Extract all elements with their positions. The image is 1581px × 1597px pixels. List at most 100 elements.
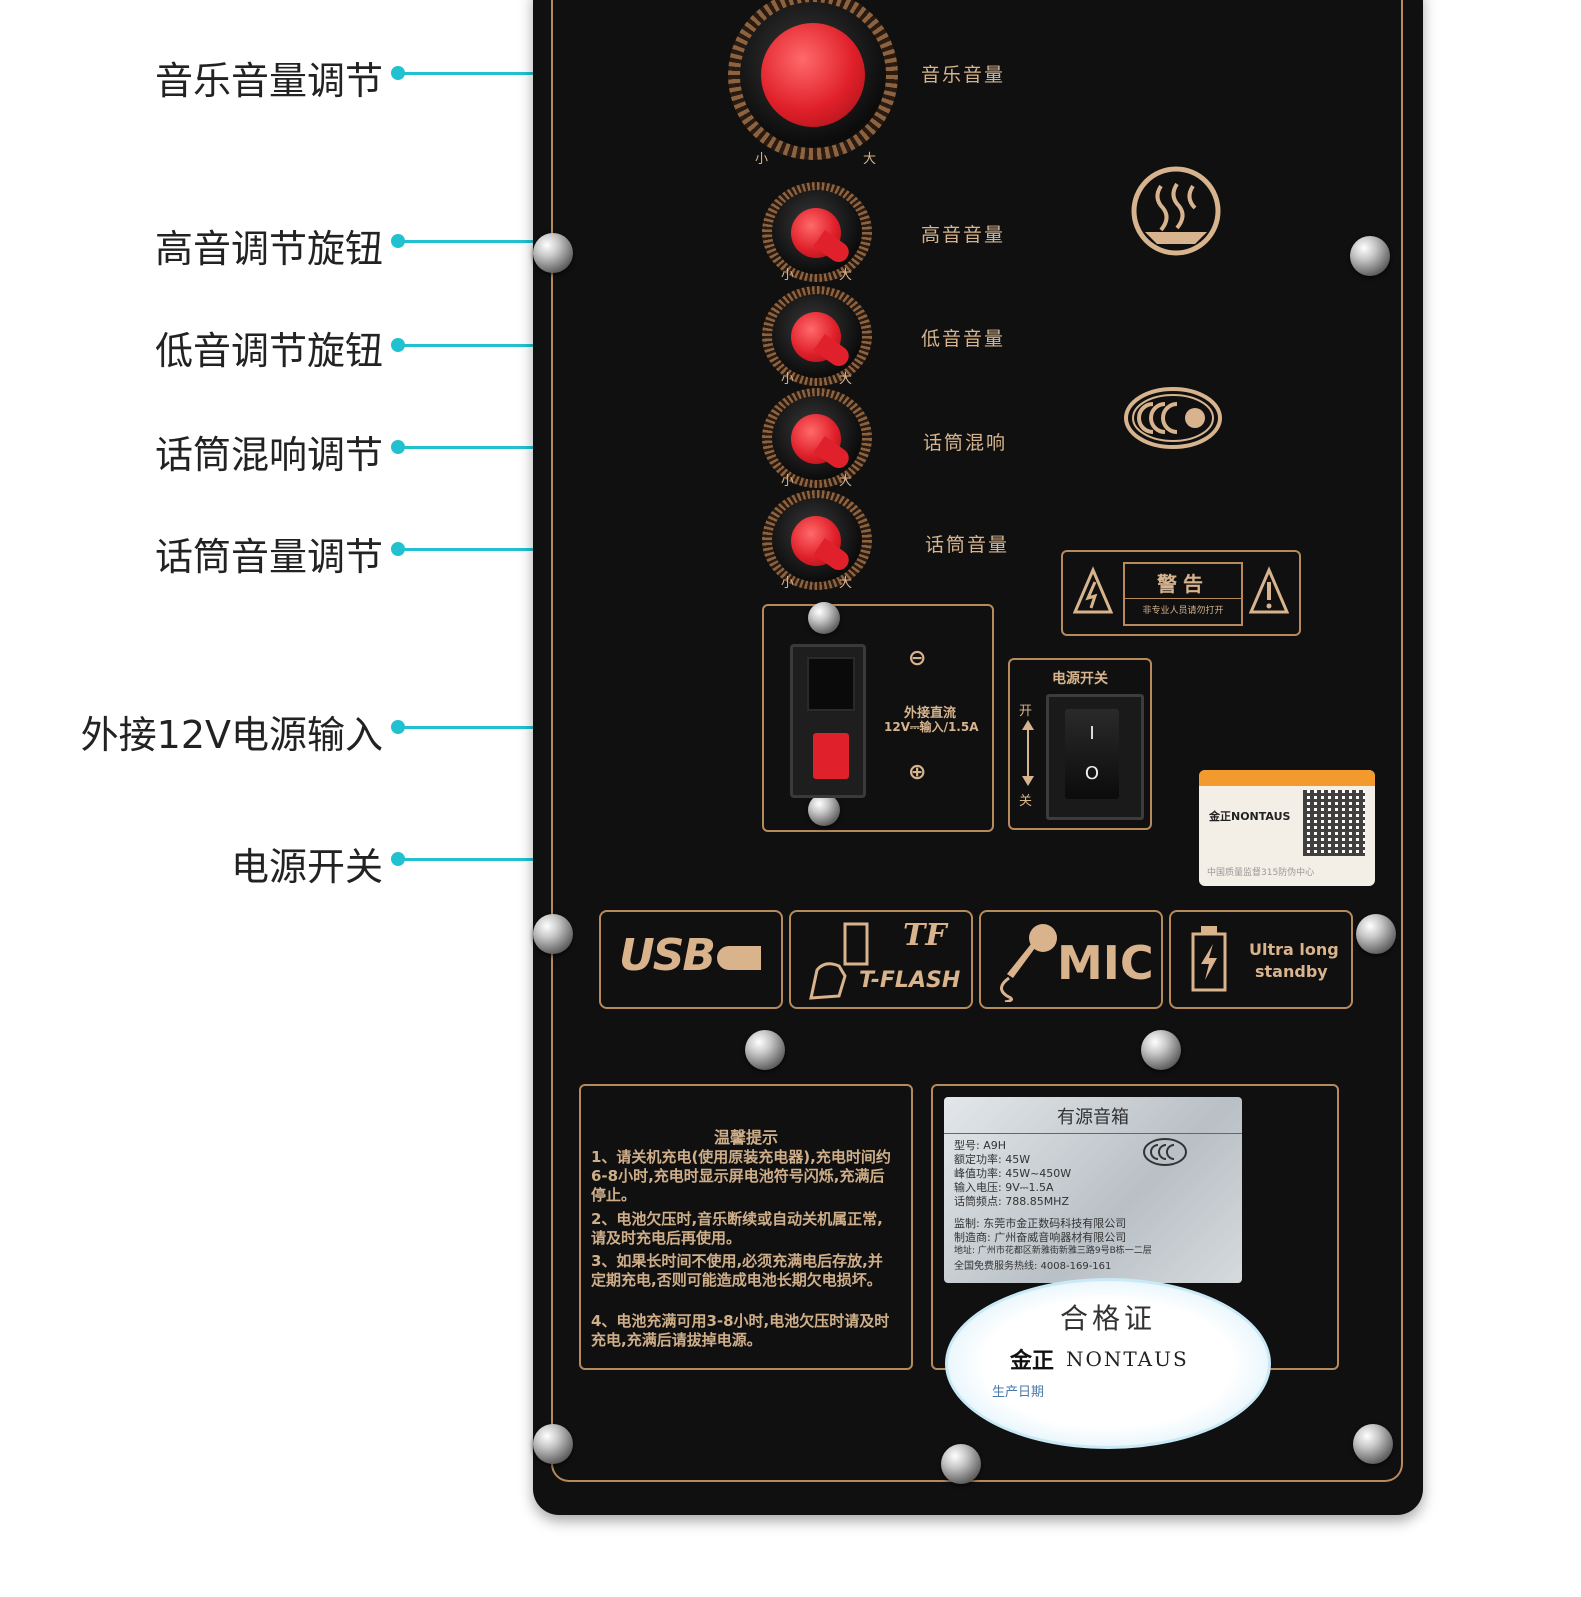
dc-input-panel: ⊖ 外接直流 12V⎓输入/1.5A ⊕ [762, 602, 994, 832]
spec-title: 有源音箱 [944, 1103, 1242, 1134]
dc-input-label-line2: 12V⎓输入/1.5A [884, 720, 979, 734]
dc-input-label-line1: 外接直流 [904, 706, 957, 721]
callout-label: 话筒混响调节 [154, 433, 383, 477]
certificate-sticker: 合格证 金正 NONTAUS 生产日期 [945, 1278, 1271, 1449]
certificate-brand-en: NONTAUS [1066, 1347, 1189, 1371]
treble-label: 高音音量 [921, 224, 1006, 246]
knob-max-label: 大 [863, 152, 877, 167]
positive-terminal[interactable] [813, 733, 849, 779]
battery-icon [1189, 924, 1229, 998]
power-off-label: 关 [1019, 794, 1033, 809]
callout-label: 话筒音量调节 [154, 535, 383, 579]
callout-label: 电源开关 [230, 845, 383, 889]
tflash-label: T-FLASH [859, 968, 961, 993]
warning-title: 警告 [1157, 572, 1209, 596]
ccc-mark-icon [1123, 386, 1223, 450]
heat-safety-icon [1131, 166, 1221, 256]
panel-border [551, 0, 1403, 1482]
spec-line: 制造商: 广州奋威音响器材有限公司 [954, 1231, 1127, 1244]
power-switch-title: 电源开关 [1052, 671, 1108, 687]
tips-title: 温馨提示 [713, 1128, 778, 1147]
negative-terminal[interactable] [807, 657, 855, 711]
screw [533, 1424, 573, 1464]
screw [1353, 1424, 1393, 1464]
knob-max-label: 大 [839, 372, 853, 387]
music-volume-knob-cap[interactable] [761, 23, 865, 127]
knob-min-label: 小 [781, 474, 795, 489]
screw [808, 794, 840, 826]
tips-box: 温馨提示 1、请关机充电(使用原装充电器),充电时间约6-8小时,充电时显示屏电… [579, 1084, 913, 1370]
warning-subtitle: 非专业人员请勿打开 [1125, 598, 1241, 616]
tips-item: 2、电池欠压时,音乐断续或自动关机属正常,请及时充电后再使用。 [591, 1210, 883, 1247]
screw [533, 233, 573, 273]
usb-feature-box: USB [599, 910, 783, 1009]
spec-line: 全国免费服务热线: 4008-169-161 [954, 1261, 1112, 1272]
ccc-mark-icon [1142, 1137, 1188, 1171]
screw [941, 1444, 981, 1484]
screw [1350, 236, 1390, 276]
power-switch-panel: 电源开关 开 关 I O [1008, 658, 1152, 830]
knob-max-label: 大 [839, 474, 853, 489]
plus-symbol: ⊕ [908, 760, 927, 785]
arrow-updown-icon [1021, 718, 1035, 792]
battery-label-line1: Ultra long [1249, 940, 1339, 959]
callout-label: 高音调节旋钮 [154, 227, 383, 271]
battery-label-line2: standby [1255, 962, 1328, 981]
switch-off-mark: O [1084, 763, 1100, 784]
knob-max-label: 大 [839, 576, 853, 591]
power-on-label: 开 [1019, 704, 1033, 719]
mic-echo-label: 话筒混响 [923, 432, 1008, 454]
screw [745, 1030, 785, 1070]
sd-card-icon [805, 920, 875, 1004]
caution-icon [1248, 566, 1290, 620]
callout-label: 低音调节旋钮 [154, 329, 383, 373]
spec-line: 型号: A9H [954, 1139, 1006, 1152]
tips-item: 4、电池充满可用3-8小时,电池欠压时请及时充电,充满后请拔掉电源。 [591, 1312, 890, 1349]
spec-plate: 有源音箱 型号: A9H 额定功率: 45W 峰值功率: 45W~450W 输入… [944, 1097, 1242, 1283]
battery-feature-box: Ultra long standby [1169, 910, 1353, 1009]
callout-label: 音乐音量调节 [154, 59, 383, 103]
certificate-title: 合格证 [1059, 1302, 1156, 1335]
spring-terminal[interactable] [790, 644, 866, 798]
knob-max-label: 大 [839, 268, 853, 283]
label-brand: 金正NONTAUS [1209, 810, 1291, 823]
label-top-band [1199, 770, 1375, 786]
rocker-switch[interactable]: I O [1046, 694, 1144, 820]
callout-label: 外接12V电源输入 [80, 713, 383, 757]
mic-volume-label: 话筒音量 [925, 534, 1010, 556]
mic-feature-box: MIC [979, 910, 1163, 1009]
certificate-footer: 生产日期 [992, 1385, 1045, 1400]
tips-item: 3、如果长时间不使用,必须充满电后存放,并定期充电,否则可能造成电池长期欠电损坏… [591, 1252, 883, 1289]
usb-plug-icon [717, 946, 761, 970]
tflash-feature-box: TF T-FLASH [789, 910, 973, 1009]
spec-line: 输入电压: 9V⎓1.5A [954, 1181, 1054, 1194]
knob-min-label: 小 [755, 152, 769, 167]
screw [1356, 914, 1396, 954]
knob-min-label: 小 [781, 576, 795, 591]
bass-label: 低音音量 [921, 328, 1006, 350]
usb-label: USB [619, 930, 716, 981]
warning-plate: 警告 非专业人员请勿打开 [1061, 550, 1301, 636]
spec-line: 话筒频点: 788.85MHZ [954, 1195, 1069, 1208]
certificate-brand-cn: 金正 [1010, 1349, 1055, 1374]
screw [1141, 1030, 1181, 1070]
screw [808, 602, 840, 634]
switch-on-mark: I [1089, 723, 1095, 744]
warning-text-box: 警告 非专业人员请勿打开 [1123, 562, 1243, 626]
spec-line: 峰值功率: 45W~450W [954, 1167, 1072, 1180]
screw [533, 914, 573, 954]
spec-line: 监制: 东莞市金正数码科技有限公司 [954, 1217, 1127, 1230]
warning-icon [1072, 566, 1114, 620]
spec-line: 额定功率: 45W [954, 1153, 1031, 1166]
spec-line: 地址: 广州市花都区新雅街新雅三路9号B栋一二层 [954, 1246, 1152, 1256]
tips-item: 1、请关机充电(使用原装充电器),充电时间约6-8小时,充电时显示屏电池符号闪烁… [591, 1148, 891, 1204]
music-volume-label: 音乐音量 [921, 64, 1006, 86]
tf-logo: TF [903, 918, 947, 953]
mic-label: MIC [1057, 936, 1154, 990]
amplifier-panel: 小 大 音乐音量 小 大 高音音量 小 大 低音音量 小 大 话筒混响 小 大 [533, 0, 1423, 1515]
microphone-icon [993, 918, 1063, 1006]
knob-min-label: 小 [781, 268, 795, 283]
label-footer: 中国质量监督315防伪中心 [1207, 868, 1315, 878]
qr-code-icon [1303, 790, 1365, 856]
anti-counterfeit-label: 金正NONTAUS 中国质量监督315防伪中心 [1199, 770, 1375, 886]
